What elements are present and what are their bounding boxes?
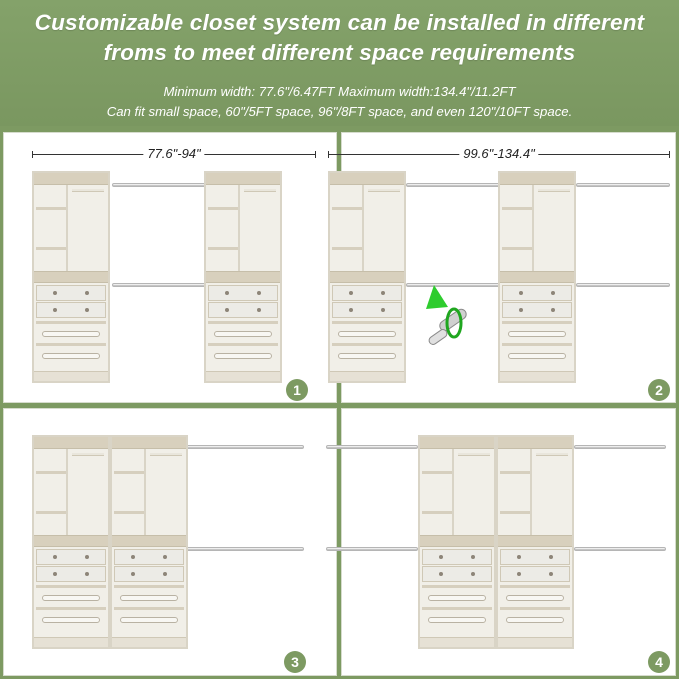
header-banner: Customizable closet system can be instal… xyxy=(0,0,679,126)
hanging-rod xyxy=(574,547,666,551)
hanging-rod xyxy=(112,183,208,187)
configuration-panel-4: 4 xyxy=(326,408,676,676)
dimension-label: 77.6"-94" xyxy=(143,147,205,161)
headline-line-1: Customizable closet system can be instal… xyxy=(34,10,645,35)
configuration-panel-3: 3 xyxy=(3,408,337,676)
hanging-rod xyxy=(576,183,670,187)
closet-tower xyxy=(328,171,406,383)
dimension-indicator: 77.6"-94" xyxy=(32,147,316,161)
hanging-rod xyxy=(326,445,418,449)
configuration-panel-2: 99.6"-134.4" 2 xyxy=(328,132,676,403)
panel-number-badge: 4 xyxy=(648,651,670,673)
closet-tower xyxy=(204,171,282,383)
space-fit-text: Can fit small space, 60"/5FT space, 96"/… xyxy=(106,104,573,119)
hanging-rod xyxy=(406,183,500,187)
hanging-rod xyxy=(184,547,304,551)
rotate-adjust-icon xyxy=(426,285,467,345)
closet-tower xyxy=(32,435,110,649)
closet-tower xyxy=(418,435,496,649)
closet-tower xyxy=(498,171,576,383)
panel-number-badge: 3 xyxy=(284,651,306,673)
hanging-rod xyxy=(112,283,208,287)
headline-line-2: froms to meet different space requiremen… xyxy=(103,40,576,65)
closet-tower xyxy=(110,435,188,649)
hanging-rod xyxy=(574,445,666,449)
closet-tower xyxy=(32,171,110,383)
hanging-rod xyxy=(184,445,304,449)
closet-tower xyxy=(496,435,574,649)
hanging-rod xyxy=(576,283,670,287)
width-range-text: Minimum width: 77.6"/6.47FT Maximum widt… xyxy=(163,84,516,99)
panel-number-badge: 1 xyxy=(286,379,308,401)
dimension-label: 99.6"-134.4" xyxy=(459,147,539,161)
hanging-rod xyxy=(326,547,418,551)
dimension-indicator: 99.6"-134.4" xyxy=(328,147,670,161)
panel-number-badge: 2 xyxy=(648,379,670,401)
configuration-panel-1: 77.6"-94" 1 xyxy=(3,132,337,403)
